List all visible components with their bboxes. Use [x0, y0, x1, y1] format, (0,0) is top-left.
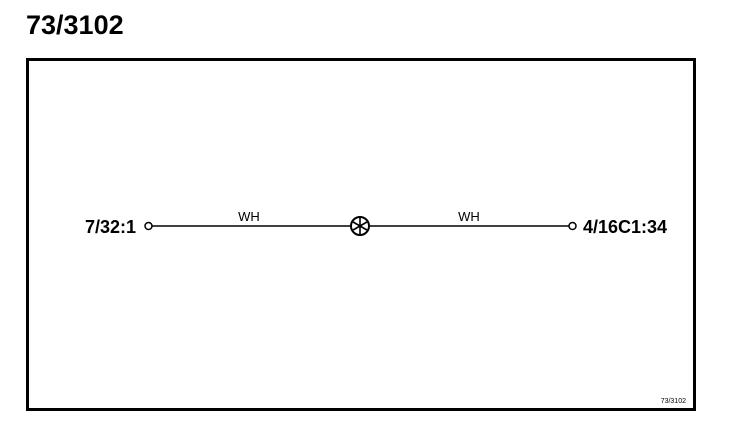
wire-color-label-left: WH	[238, 209, 260, 224]
right-connector-label: 4/16C1:34	[583, 217, 667, 237]
left-terminal-circle	[144, 221, 153, 231]
splice-star-circle-icon	[350, 216, 370, 236]
diagram-reference-number: 73/3102	[661, 398, 686, 405]
left-connector-label: 7/32:1	[85, 217, 136, 237]
right-terminal-circle	[568, 221, 577, 231]
page-title: 73/3102	[26, 10, 124, 40]
wire-color-label-right: WH	[458, 209, 480, 224]
